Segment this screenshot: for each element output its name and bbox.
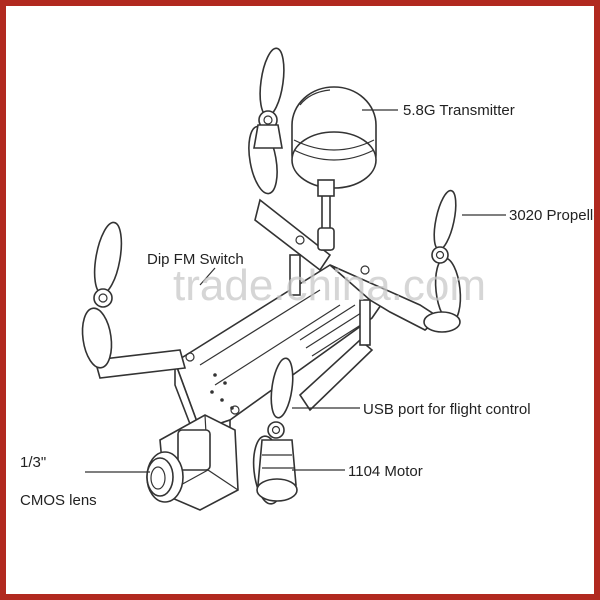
label-transmitter: 5.8G Transmitter: [403, 102, 515, 119]
cmos-lens: [146, 451, 184, 503]
label-usb-port: USB port for flight control: [363, 401, 531, 418]
label-cmos-lens: CMOS lens: [20, 492, 97, 509]
label-dip-switch: Dip FM Switch: [147, 251, 244, 268]
label-lens-size: 1/3": [20, 454, 46, 471]
propeller-left: [81, 221, 123, 369]
leader-lines: [85, 109, 506, 473]
label-motor: 1104 Motor: [348, 463, 423, 480]
watermark-text: trade.china.com: [173, 261, 486, 310]
motor-1104: [256, 439, 298, 502]
quadcopter-diagram: trade.china.com 5.8G Transmitter 3020 Pr…: [20, 47, 594, 511]
propeller-right: [423, 189, 462, 333]
drone-frame: [93, 189, 442, 452]
label-propeller: 3020 Propeller: [509, 207, 594, 224]
propeller-rear: [248, 47, 285, 195]
transmitter-module: [291, 86, 377, 197]
